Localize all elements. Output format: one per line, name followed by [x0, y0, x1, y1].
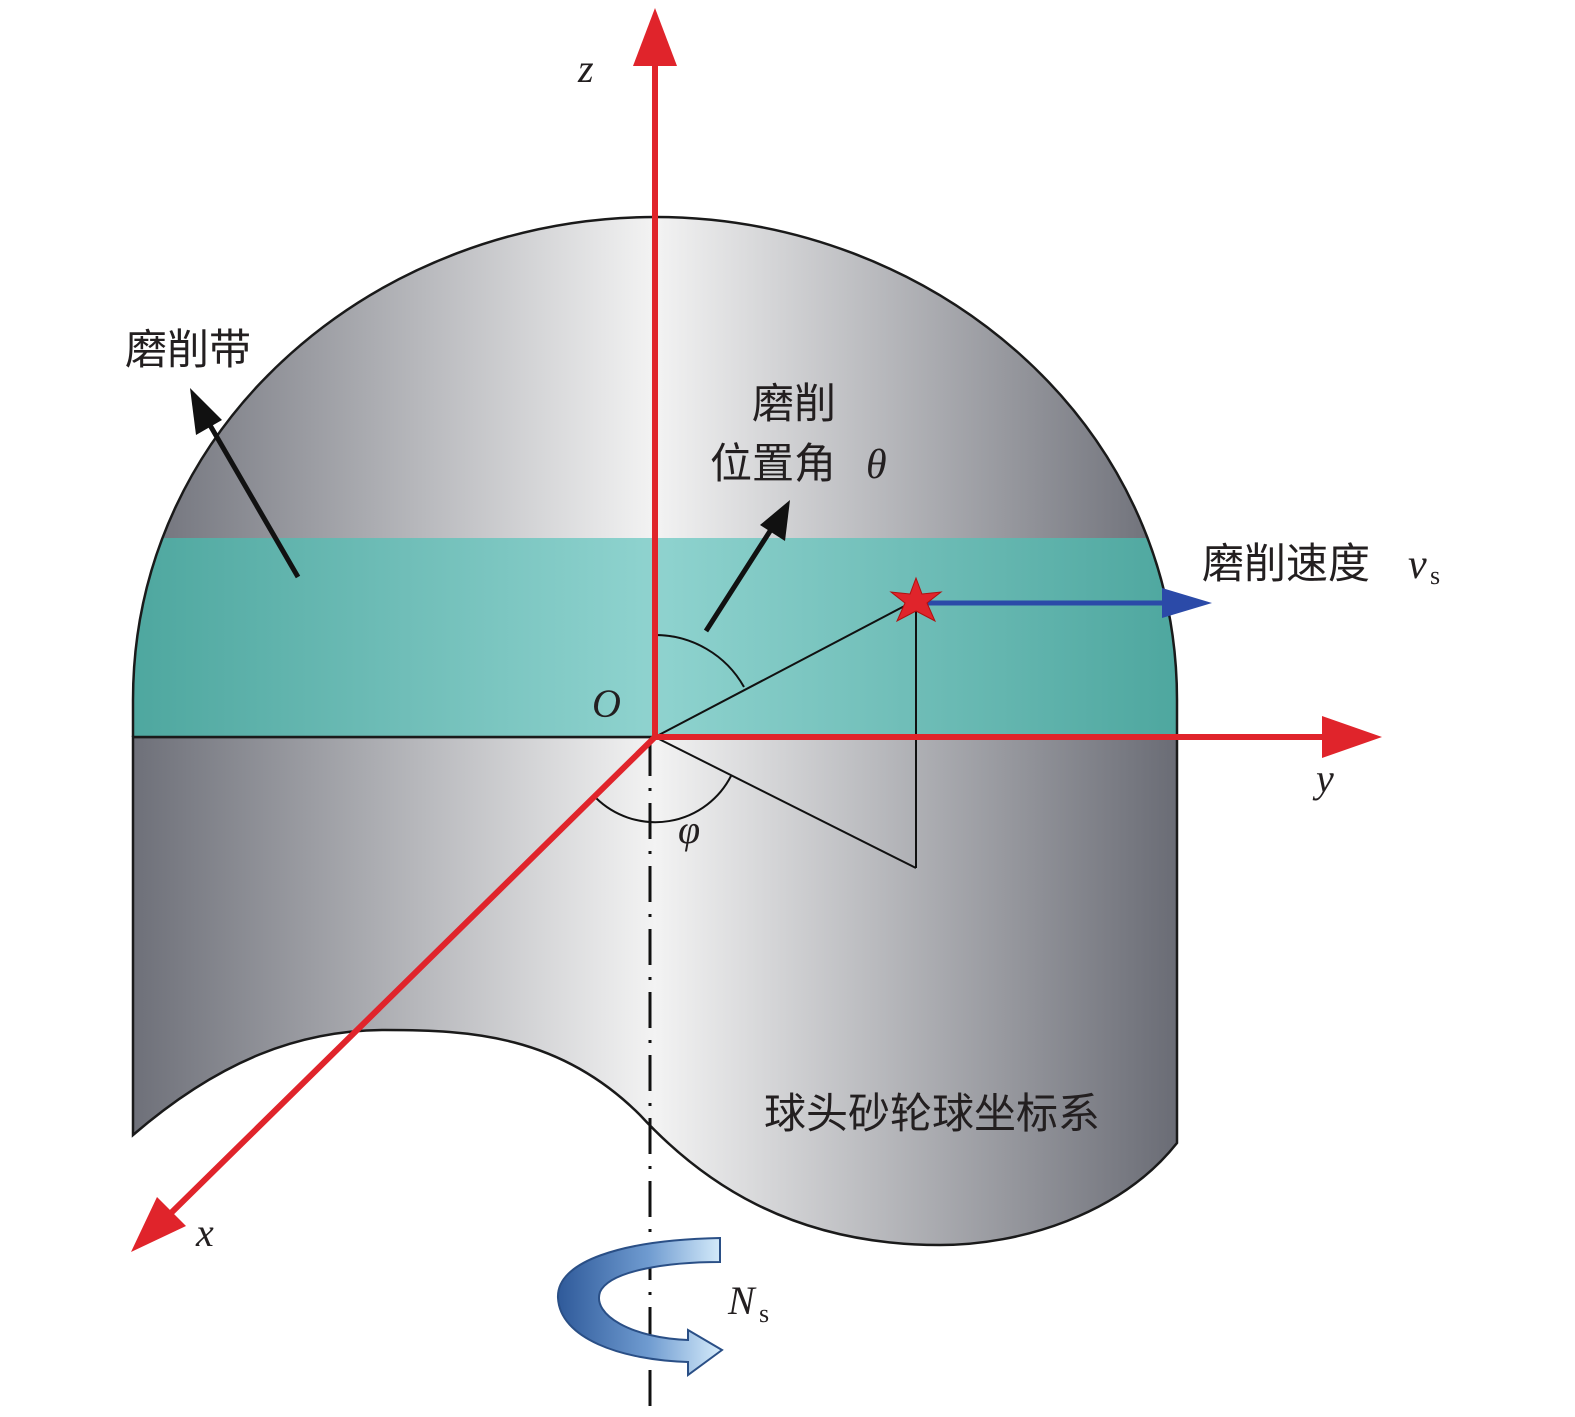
- origin-label: O: [592, 681, 621, 726]
- coordinate-system-label: 球头砂轮球坐标系: [764, 1089, 1100, 1138]
- position-angle-pointer: [703, 526, 775, 633]
- projection-line: [654, 736, 917, 869]
- velocity-arrowhead: [1162, 588, 1212, 618]
- phi-symbol: φ: [678, 807, 700, 852]
- wheel-cylinder: [131, 735, 1179, 1247]
- speed-subscript: s: [1430, 561, 1440, 590]
- rotation-arrow-icon: [556, 1236, 724, 1377]
- position-angle-pointer-head: [760, 500, 790, 541]
- z-axis-arrowhead: [633, 8, 677, 66]
- theta-symbol: θ: [866, 442, 887, 488]
- x-axis-arrowhead: [131, 1197, 186, 1252]
- position-angle-label-line1: 磨削: [752, 379, 836, 428]
- grinding-band-pointer: [204, 418, 301, 579]
- speed-label: 磨削速度: [1202, 539, 1370, 588]
- position-angle-label-line2: 位置角: [710, 439, 836, 488]
- speed-symbol: v: [1408, 542, 1427, 588]
- theta-arc: [654, 633, 745, 688]
- grinding-band-label: 磨削带: [125, 325, 251, 374]
- grinding-band-pointer-head: [190, 388, 222, 435]
- radius-line: [654, 599, 917, 738]
- grinding-point-star-icon: [889, 576, 943, 623]
- phi-arc: [595, 775, 732, 824]
- axis-x-label: x: [195, 1210, 214, 1255]
- x-axis: [167, 732, 660, 1217]
- axis-z-label: z: [577, 46, 594, 91]
- axis-y-label: y: [1312, 756, 1334, 801]
- y-axis-arrowhead: [1322, 716, 1382, 758]
- rotation-subscript: s: [759, 1299, 769, 1328]
- rotation-symbol: N: [727, 1278, 757, 1323]
